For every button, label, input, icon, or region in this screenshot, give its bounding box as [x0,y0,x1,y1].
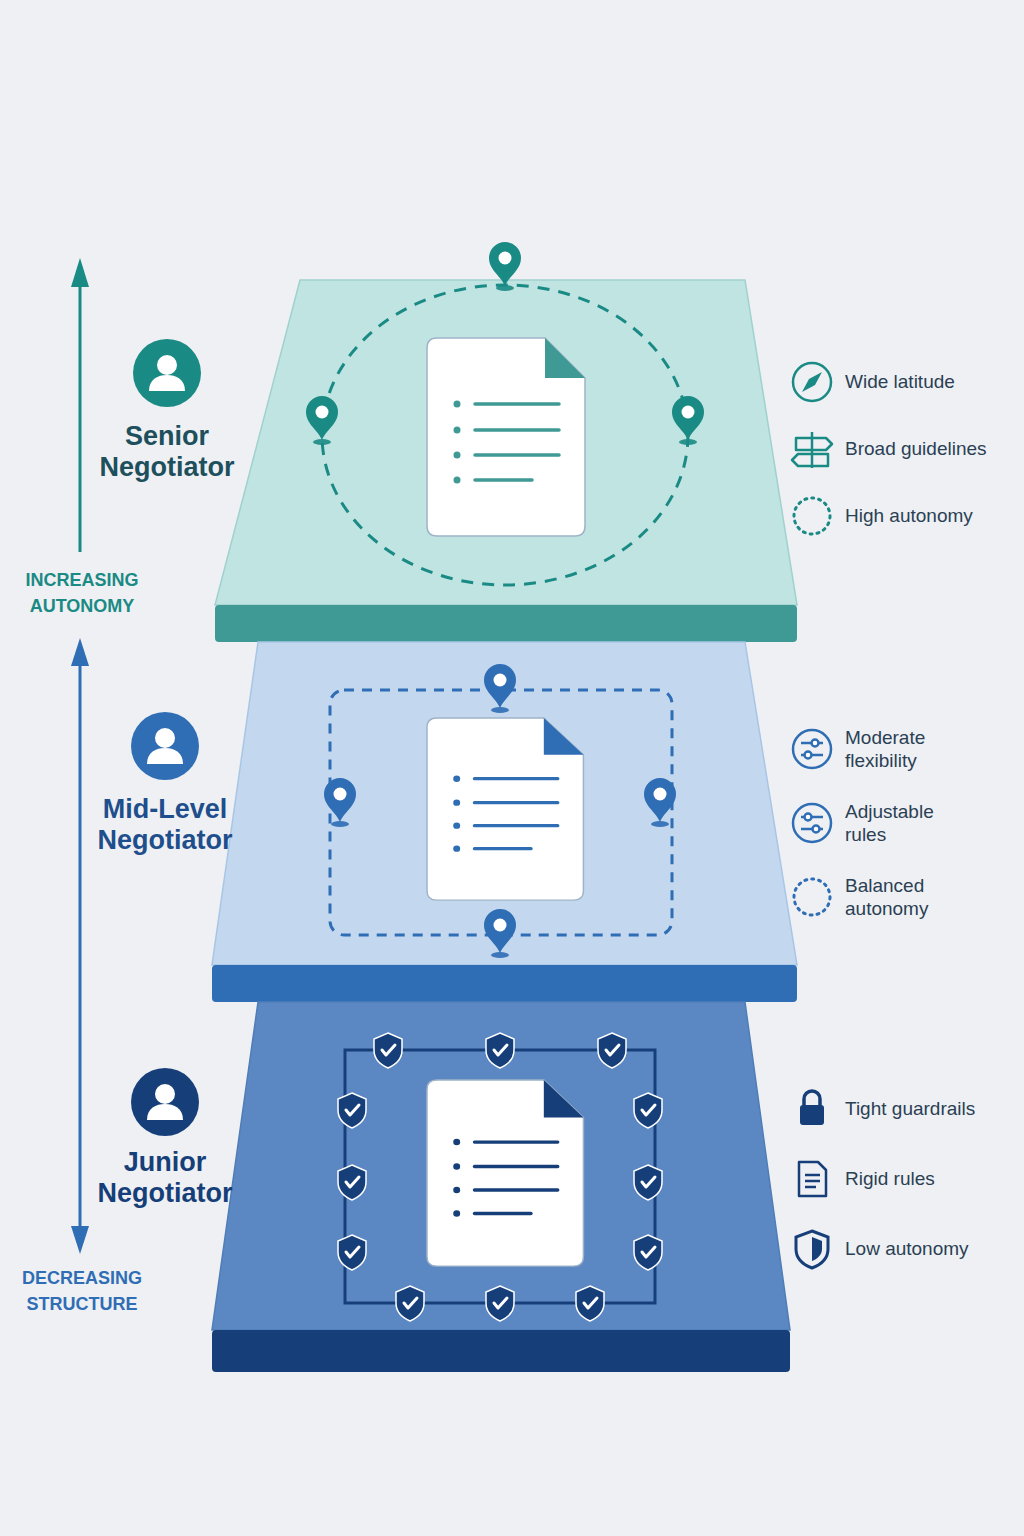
document-icon [427,1080,583,1266]
compass-icon [793,363,831,401]
platform-edge [212,1330,790,1372]
slider-icon [801,828,823,831]
slider-icon [805,752,812,759]
wide-boundary [306,242,704,585]
guardrail-boundary [338,1033,662,1321]
signpost-icon [811,432,814,468]
slider-icon [805,814,812,821]
guardrail-boundary [634,1235,662,1270]
dotted-circle-icon [794,879,830,915]
signpost-icon [792,432,832,468]
flexible-boundary [484,909,516,958]
shield-icon [796,1231,828,1268]
structure-arrow [71,638,89,666]
guardrail-boundary [634,1165,662,1200]
guardrail-boundary [374,1033,402,1068]
flexible-boundary [644,778,676,827]
guardrail-boundary [576,1286,604,1321]
autonomy-arrow [71,258,89,287]
feature-label: Rigid rules [845,1167,1020,1190]
slider-icon [793,804,831,842]
wide-boundary [489,242,521,291]
guardrail-boundary [486,1286,514,1321]
signpost-icon [796,438,832,450]
structure-arrow [79,660,82,1232]
feature-label: Tight guardrails [845,1097,1020,1120]
wide-boundary [322,285,688,585]
rule-document-icon [805,1180,820,1183]
slider-icon [801,816,823,819]
signpost-icon [792,454,828,466]
feature-label: Adjustable rules [845,800,957,846]
tier-platform: Junior Negotiator [212,1002,791,1372]
guardrail-boundary [486,1033,514,1068]
structure-arrow [71,1226,89,1254]
flexible-boundary [324,664,676,958]
guardrail-boundary [345,1050,655,1303]
flexible-boundary [484,664,516,713]
platform-edge [212,965,797,1002]
lock-icon [800,1105,824,1125]
platform-top [215,280,797,605]
person-icon [133,339,201,407]
feature-label: Wide latitude [845,370,1020,393]
slider-icon [793,730,831,768]
axis-label: INCREASING AUTONOMY [12,567,152,619]
slider-icon [812,740,819,747]
feature-label: Moderate flexibility [845,726,957,772]
person-icon [131,1068,199,1136]
platform-outline [212,642,797,1002]
document-icon [427,718,583,900]
person-icon [131,712,199,780]
platform-outline [212,1002,791,1372]
guardrail-boundary [396,1286,424,1321]
platform-top [212,1002,790,1330]
rule-document-icon [805,1186,816,1189]
slider-icon [813,826,820,833]
axis-label: DECREASING STRUCTURE [12,1265,152,1317]
rule-document-icon [799,1162,826,1196]
feature-label: Low autonomy [845,1237,1020,1260]
tier-name: Junior Negotiator [85,1147,245,1209]
tier-name: Senior Negotiator [87,421,247,483]
document-icon [427,1080,583,1266]
lock-icon [800,1091,824,1125]
slider-icon [801,742,823,745]
dotted-circle-icon [794,498,830,534]
flexible-boundary [330,690,672,935]
document-icon [427,338,585,536]
autonomy-arrow [71,258,89,552]
feature-label: Balanced autonomy [845,874,957,920]
wide-boundary [306,396,338,445]
guardrail-boundary [338,1235,366,1270]
compass-icon [793,363,831,401]
feature-label: Broad guidelines [845,437,1020,460]
rule-document-icon [805,1174,820,1177]
autonomy-arrow [79,280,82,552]
slider-icon [801,754,823,757]
shield-icon [812,1237,822,1261]
wide-boundary [672,396,704,445]
guardrail-boundary [338,1165,366,1200]
slider-icon [793,730,831,768]
platform-outline [215,280,797,642]
tier-platform: Senior Negotiator [215,280,797,642]
tier-name: Mid-Level Negotiator [85,794,245,856]
guardrail-boundary [598,1033,626,1068]
guardrail-boundary [634,1093,662,1128]
platform-edge [215,605,797,642]
document-icon [427,718,583,900]
shield-icon [796,1231,828,1268]
lock-icon [804,1091,820,1106]
tier-platform: Mid-Level Negotiator [212,642,797,1002]
slider-icon [793,804,831,842]
platform-top [212,642,797,965]
compass-icon [802,372,822,392]
flexible-boundary [324,778,356,827]
guardrail-boundary [338,1093,366,1128]
structure-arrow [71,638,89,1254]
feature-label: High autonomy [845,504,1020,527]
rule-document-icon [799,1162,826,1196]
